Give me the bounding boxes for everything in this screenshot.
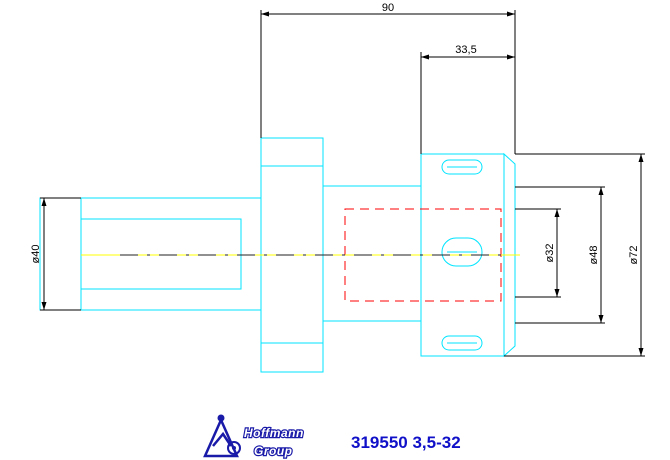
arrow-32-bottom (554, 289, 560, 297)
dim-label-72: ø72 (628, 246, 640, 265)
arrow-72-bottom (638, 348, 644, 356)
arrow-33-left (421, 54, 429, 60)
arrow-72-top (638, 154, 644, 162)
dim-label-33-5: 33,5 (455, 44, 476, 56)
logo-emblem-icon (203, 414, 241, 458)
arrow-48-bottom (598, 315, 604, 323)
dimension-lines (40, 10, 645, 357)
flange-front-face (503, 152, 516, 358)
arrow-48-top (598, 187, 604, 195)
shank-end-cap (39, 197, 82, 311)
arrow-40-top (41, 198, 47, 206)
arrow-32-top (554, 209, 560, 217)
dim-label-48: ø48 (588, 246, 600, 265)
dim-label-32: ø32 (544, 244, 556, 263)
part-number: 319550 3,5-32 (351, 433, 461, 452)
logo-company-line2: Group (254, 444, 293, 458)
shank-inner-bore (80, 218, 242, 290)
dim-label-90: 90 (382, 2, 394, 14)
dimension-arrows (41, 11, 644, 356)
shank-body (80, 197, 262, 311)
hoffmann-group-logo: Hoffmann Group (203, 414, 304, 459)
logo-company-line1: Hoffmann (244, 426, 304, 440)
slot-bottom (441, 335, 483, 351)
slot-top (441, 159, 483, 175)
arrow-90-left (261, 11, 269, 17)
dim-label-40: ø40 (30, 245, 42, 264)
arrow-90-right (507, 11, 515, 17)
slot-center (441, 237, 483, 267)
arrow-40-bottom (41, 302, 47, 310)
arrow-33-right (507, 54, 515, 60)
